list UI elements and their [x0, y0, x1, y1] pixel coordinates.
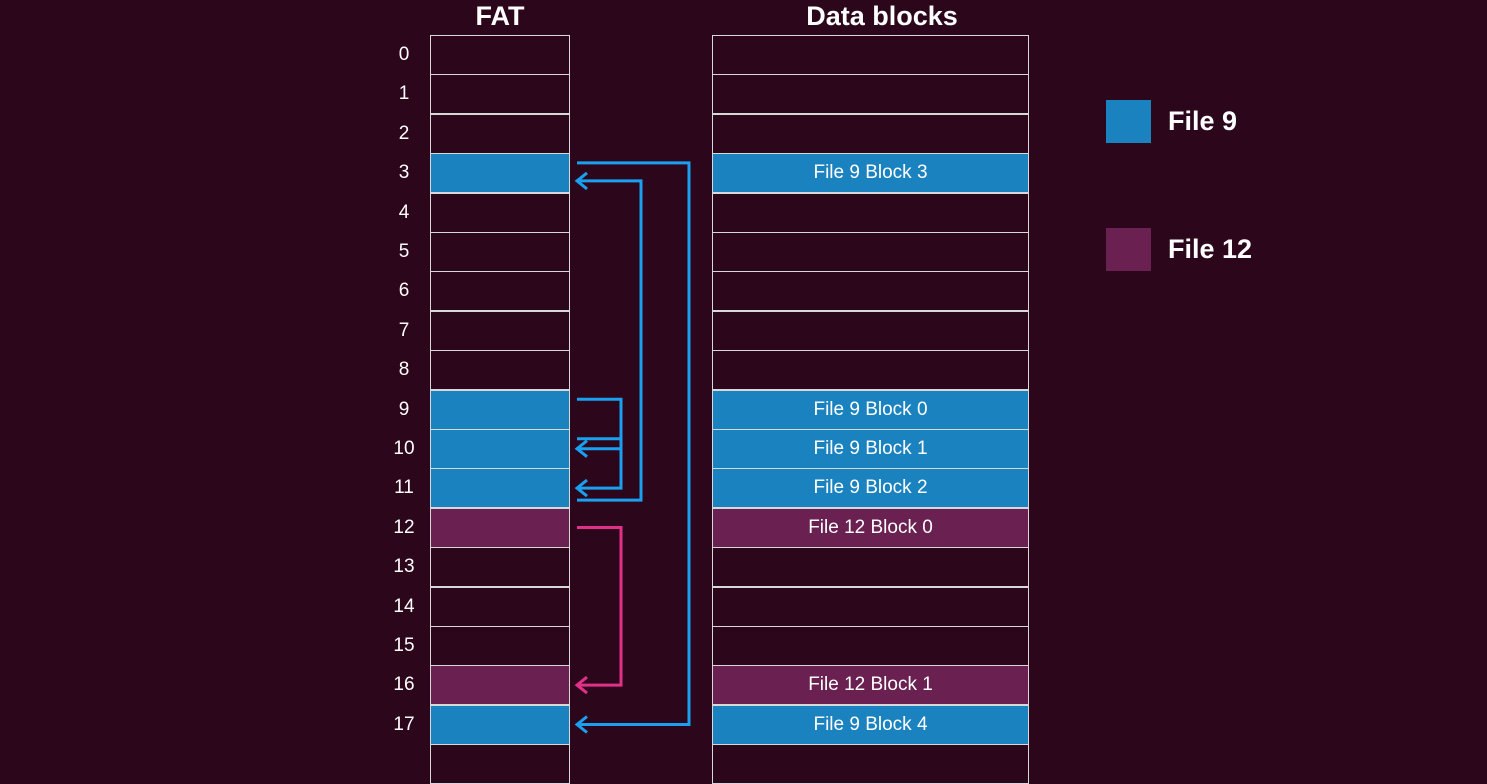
row-index: 14	[393, 595, 415, 617]
row-index: 15	[393, 635, 415, 656]
row-index: 9	[398, 398, 410, 420]
fat-chain-arrows	[574, 161, 691, 734]
fat-entry	[430, 704, 570, 745]
data-blocks-title: Data blocks	[806, 1, 958, 31]
row-index: 16	[393, 674, 415, 696]
row-index: 10	[393, 438, 415, 459]
arrow-head-icon	[574, 439, 588, 458]
row-index: 7	[398, 319, 410, 341]
row-index: 8	[398, 359, 410, 381]
row-index: 13	[393, 556, 415, 578]
row-index: 11	[394, 477, 414, 499]
fat-title: FAT	[475, 1, 525, 31]
data-block: File 12 Block 1	[712, 665, 1029, 706]
row-index: 1	[398, 83, 410, 105]
legend-swatch	[1106, 228, 1151, 271]
fat-entry	[430, 665, 570, 706]
fat-link-line	[577, 437, 623, 490]
row-index: 5	[398, 241, 410, 262]
row-index: 0	[398, 44, 410, 65]
arrow-head-icon	[574, 715, 588, 734]
fat-entry	[430, 744, 570, 784]
data-block: File 9 Block 0	[712, 389, 1029, 430]
legend-swatch	[1106, 100, 1151, 143]
fat-link-line	[577, 161, 691, 726]
arrow-head-icon	[574, 478, 588, 498]
row-index: 17	[393, 713, 415, 735]
arrow-head-icon	[574, 171, 588, 191]
row-index: 4	[398, 201, 410, 223]
data-block: File 9 Block 4	[712, 704, 1029, 745]
data-block: File 12 Block 0	[712, 507, 1029, 548]
data-block	[712, 744, 1029, 784]
data-block: File 9 Block 3	[712, 153, 1029, 194]
fat-entry	[430, 153, 570, 194]
fat-link-line	[577, 179, 643, 502]
row-index: 12	[393, 516, 415, 538]
fat-link-line	[577, 526, 623, 687]
legend-label: File 9	[1168, 106, 1238, 136]
legend-label: File 12	[1168, 234, 1253, 264]
fat-entry	[430, 507, 570, 548]
arrow-head-icon	[574, 675, 588, 695]
row-index: 6	[398, 280, 410, 302]
fat-link-line	[577, 397, 623, 451]
row-index: 3	[398, 162, 410, 184]
data-block: File 9 Block 2	[712, 468, 1029, 509]
row-index: 2	[398, 122, 410, 144]
